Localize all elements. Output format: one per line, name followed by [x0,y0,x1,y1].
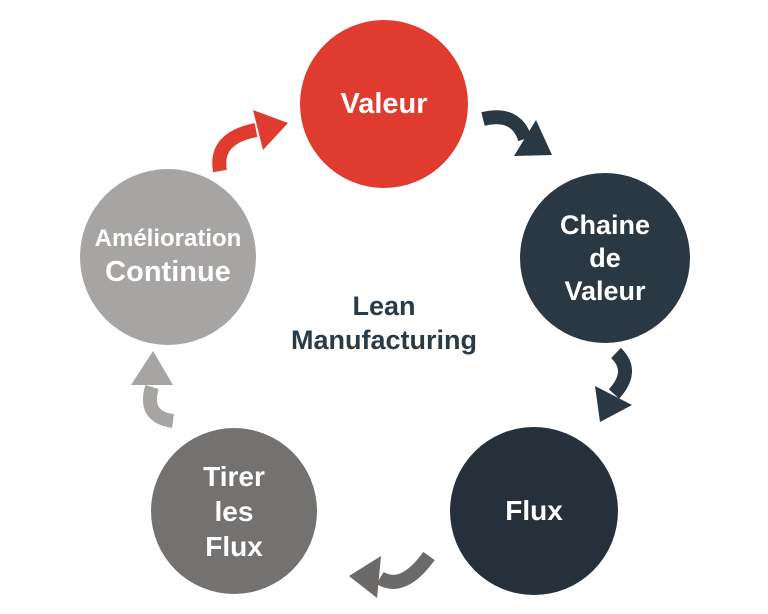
node-chaine-de-valeur: Chaine de Valeur [520,173,690,343]
arrowhead [131,351,173,385]
node-label-line: les [214,495,254,527]
node-flux: Flux [450,427,618,595]
arrow-curve [481,110,532,142]
node-label-line: Tirer [203,460,265,492]
arrow-curve [608,347,632,399]
node-label-line: de [589,242,621,273]
arrowhead [253,110,288,150]
arrowhead [349,556,381,598]
arrowhead [595,386,632,422]
node-label-line: Valeur [564,275,646,306]
center-title-line: Lean [352,291,416,321]
node-label-line: Flux [205,530,263,562]
arrow-chaine-to-flux [595,347,632,422]
arrow-curve [376,551,435,589]
arrow-flux-to-tirer [349,551,435,598]
arrowhead [514,120,552,156]
center-title-line: Manufacturing [291,325,477,355]
node-label-line: Amélioration [94,225,242,252]
node-label: Flux [505,495,563,526]
diagram-center-title: Lean Manufacturing [234,289,534,357]
arrow-curve [212,123,258,173]
node-label-line: Continue [105,256,231,288]
node-amelioration-continue: Amélioration Continue [80,169,256,345]
node-tirer-les-flux: Tirer les Flux [151,428,317,594]
node-label-line: Chaine [559,209,651,240]
arrow-curve [142,384,175,428]
node-label: Valeur [340,87,428,120]
node-valeur: Valeur [300,20,468,188]
arrow-valeur-to-chaine [481,110,552,156]
arrow-tirer-to-amelioration [131,351,175,428]
arrow-amelioration-to-valeur [212,110,288,173]
